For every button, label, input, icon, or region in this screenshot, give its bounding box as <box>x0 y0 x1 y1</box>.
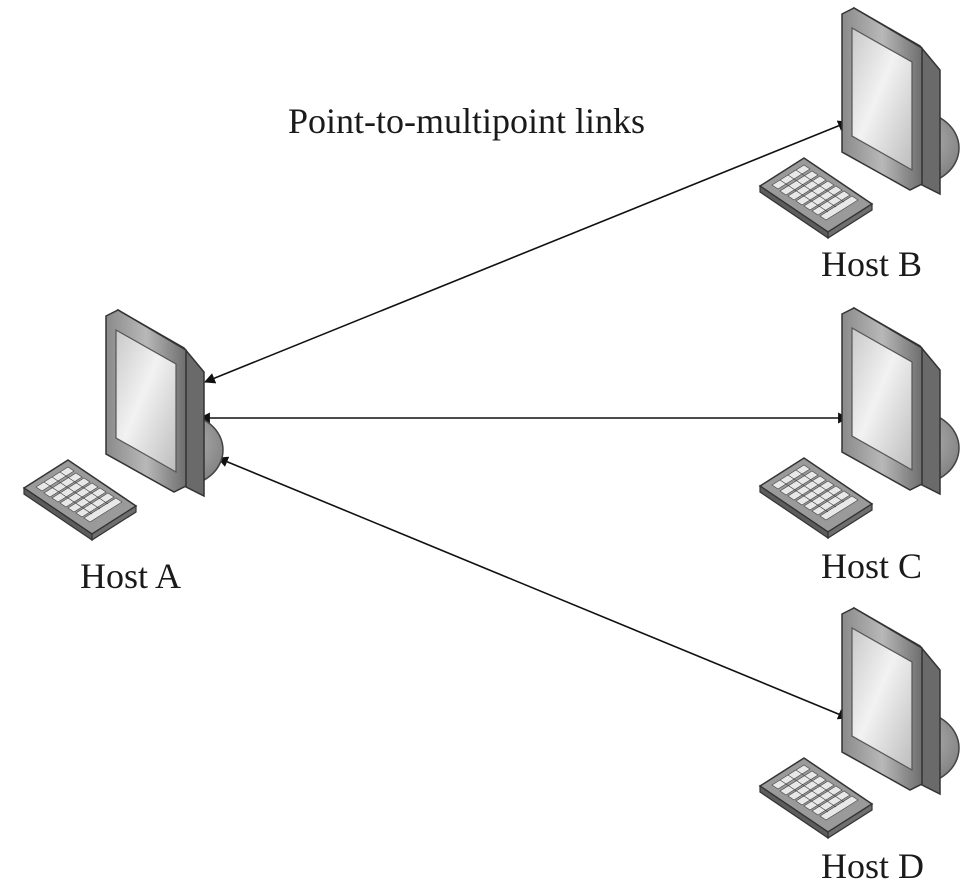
host-a-label: Host A <box>80 556 182 596</box>
diagram-title: Point-to-multipoint links <box>288 101 646 141</box>
host-c-label: Host C <box>821 546 923 586</box>
host-d-computer-icon <box>759 607 960 839</box>
host-b-computer-icon <box>759 7 960 239</box>
link-a-b <box>203 120 850 384</box>
links <box>198 120 850 720</box>
host-d-label: Host D <box>821 846 925 886</box>
host-b-label: Host B <box>821 244 923 284</box>
link-a-d <box>216 456 850 720</box>
host-c-computer-icon <box>759 307 960 539</box>
host-a-computer-icon <box>23 309 224 541</box>
